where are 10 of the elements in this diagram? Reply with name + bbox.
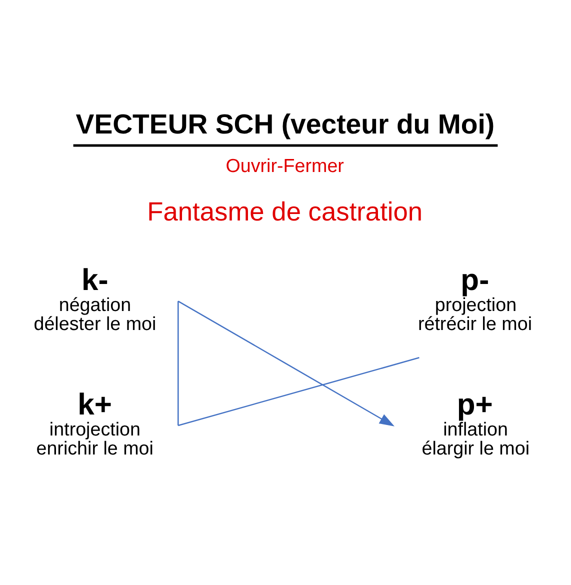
arrow (178, 300, 394, 426)
node-text: k+ introjection enrichir le moi (36, 388, 154, 458)
connector (178, 300, 179, 425)
diagram-title: VECTEUR SCH (vecteur du Moi) (76, 108, 495, 140)
node-text: k- négation délester le moi (34, 264, 156, 334)
label: Fantasme de castration (147, 196, 423, 226)
node-text: p+ inflation élargir le moi (422, 388, 530, 458)
label: Ouvrir-Fermer (226, 154, 344, 176)
connector (178, 356, 420, 426)
node-text: p- projection rétrécir le moi (418, 264, 532, 334)
